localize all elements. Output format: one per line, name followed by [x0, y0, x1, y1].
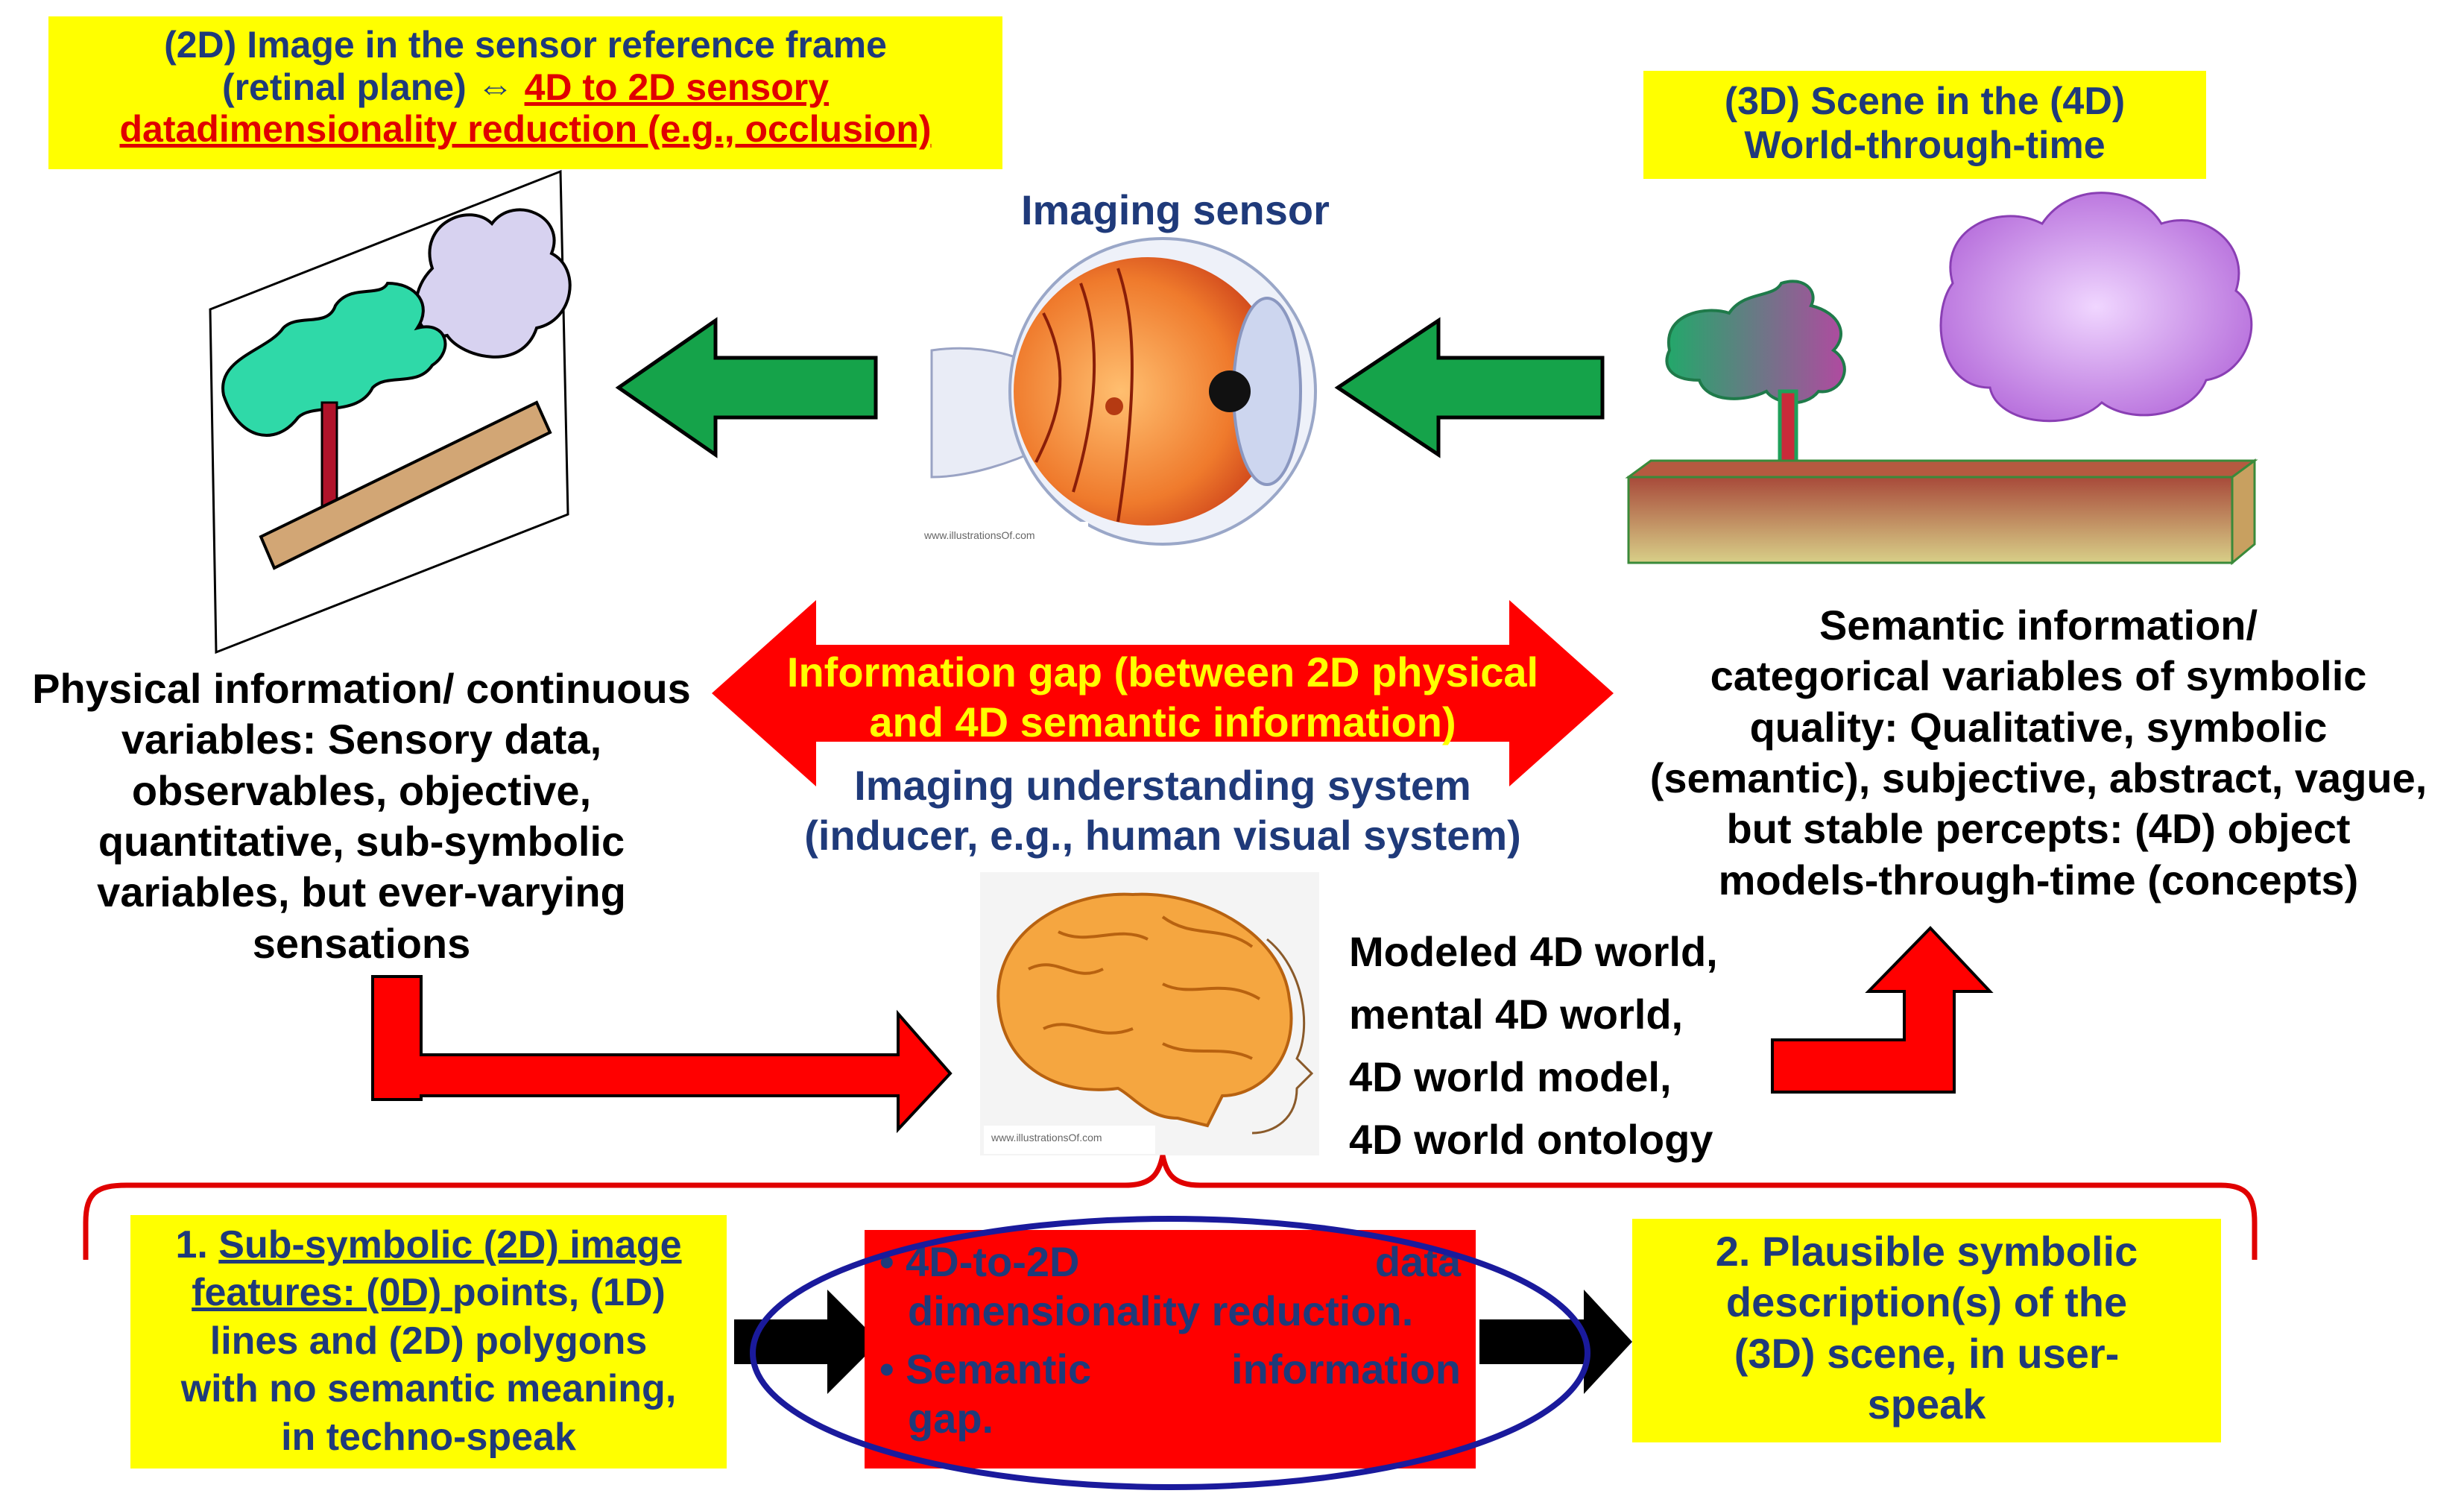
semantic-info-line: categorical variables of symbolic [1710, 652, 2367, 700]
box1-line2-underlined: features: (0D) [192, 1271, 452, 1315]
center-bullet1-a: • 4D-to-2D [879, 1238, 1080, 1285]
curly-brace [83, 1155, 2258, 1260]
center-box-text: • 4D-to-2D data dimensionality reduction.… [879, 1237, 1461, 1443]
box1-line2: features: (0D) points, (1D) [130, 1269, 727, 1316]
green-arrow-left-1 [615, 317, 878, 458]
retinal-plane-caption-box: (2D) Image in the sensor reference frame… [48, 16, 1002, 169]
modeled-world-line: 4D world ontology [1349, 1116, 1713, 1163]
retinal-caption-line2-prefix: (retinal plane) ⇔ [221, 66, 525, 108]
info-gap-line2: and 4D semantic information) [869, 698, 1456, 746]
box1-line3: lines and (2D) polygons [209, 1319, 648, 1363]
brain-illustration [980, 872, 1319, 1155]
physical-info-line: quantitative, sub-symbolic [98, 817, 625, 865]
center-bullet1-row: • 4D-to-2D data [879, 1237, 1461, 1287]
center-bullet2-a: • Semantic [879, 1346, 1092, 1393]
semantic-info-line: models-through-time (concepts) [1718, 856, 2359, 903]
box1-line1-underlined: Sub-symbolic (2D) image [218, 1223, 682, 1266]
black-arrow-left [734, 1290, 879, 1394]
semantic-info-line: quality: Qualitative, symbolic [1749, 703, 2328, 751]
information-gap-double-arrow [712, 600, 1614, 786]
3d-scene-illustration [1625, 192, 2258, 566]
box1-line1-prefix: 1. [175, 1223, 219, 1266]
eye-illustration [917, 237, 1317, 552]
semantic-info-line: but stable percepts: (4D) object [1726, 805, 2351, 853]
modeled-world-line: mental 4D world, [1349, 991, 1684, 1038]
box2-line: 2. Plausible symbolic [1715, 1228, 2138, 1275]
box2-line: speak [1867, 1380, 1986, 1428]
information-gap-text: Information gap (between 2D physical and… [745, 647, 1580, 747]
box2-line: (3D) scene, in user- [1734, 1329, 2120, 1377]
box1-line4: with no semantic meaning, [180, 1367, 677, 1411]
center-bullet1-cont: dimensionality reduction. [908, 1287, 1414, 1335]
center-bullet2-b: information [1231, 1346, 1461, 1393]
physical-info-line: variables: Sensory data, [121, 716, 602, 763]
imaging-sensor-label: Imaging sensor [1021, 186, 1330, 233]
red-arrow-to-brain [371, 975, 953, 1134]
scene-caption-line2: World-through-time [1744, 123, 2106, 167]
understanding-system-text: Imaging understanding system (inducer, e… [745, 760, 1580, 860]
center-bullet2-cont: gap. [908, 1395, 994, 1442]
center-bullet2-row: • Semantic information [879, 1345, 1461, 1394]
retinal-caption-line3: datadimensionality reduction (e.g., occl… [119, 108, 932, 150]
modeled-world-line: Modeled 4D world, [1349, 928, 1718, 975]
retinal-caption-line2: (retinal plane) ⇔ 4D to 2D sensory [48, 66, 1002, 109]
semantic-info-line: Semantic information/ [1819, 602, 2258, 649]
subsymbolic-features-box: 1. Sub-symbolic (2D) image features: (0D… [130, 1215, 727, 1469]
physical-information-text: Physical information/ continuous variabl… [7, 663, 715, 969]
box1-line2-rest: points, (1D) [452, 1271, 666, 1315]
physical-info-line: Physical information/ continuous [32, 665, 691, 712]
physical-info-line: variables, but ever-varying [97, 868, 626, 916]
physical-info-line: sensations [252, 919, 471, 967]
modeled-world-line: 4D world model, [1349, 1053, 1672, 1100]
retinal-plane-picture [209, 169, 572, 654]
black-arrow-right [1479, 1290, 1632, 1394]
box1-line1: 1. Sub-symbolic (2D) image [130, 1221, 727, 1269]
retinal-caption-line2-red: 4D to 2D sensory [524, 66, 830, 108]
semantic-information-text: Semantic information/ categorical variab… [1621, 600, 2456, 906]
understanding-line1: Imaging understanding system [854, 762, 1471, 809]
understanding-line2: (inducer, e.g., human visual system) [804, 812, 1521, 859]
red-arrow-to-semantics [1771, 926, 1994, 1094]
eye-watermark: www.illustrationsOf.com [924, 529, 1035, 541]
symbolic-description-box: 2. Plausible symbolic description(s) of … [1632, 1219, 2221, 1442]
physical-info-line: observables, objective, [131, 766, 592, 814]
retinal-caption-line1: (2D) Image in the sensor reference frame [164, 24, 887, 66]
box1-line5: in techno-speak [281, 1415, 576, 1459]
modeled-world-text: Modeled 4D world, mental 4D world, 4D wo… [1349, 921, 1718, 1171]
green-arrow-left-2 [1334, 317, 1605, 458]
scene-caption-box: (3D) Scene in the (4D) World-through-tim… [1643, 71, 2206, 179]
semantic-info-line: (semantic), subjective, abstract, vague, [1649, 754, 2427, 801]
scene-caption-line1: (3D) Scene in the (4D) [1724, 80, 2126, 123]
box2-line: description(s) of the [1725, 1278, 2128, 1326]
info-gap-line1: Information gap (between 2D physical [786, 649, 1539, 695]
center-bullet1-b: data [1374, 1238, 1461, 1285]
brain-watermark: www.illustrationsOf.com [991, 1132, 1102, 1143]
